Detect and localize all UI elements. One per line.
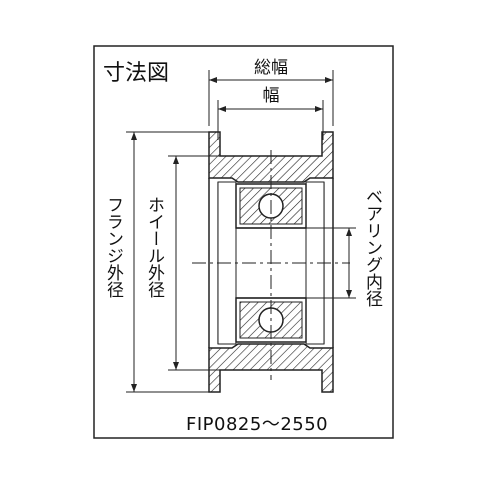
bearing-inner-diameter-label: ベアリング内径 [360, 188, 384, 307]
overall-width-dimension: 総幅 [208, 56, 334, 126]
model-range-caption: FIP0825～2550 [182, 410, 333, 436]
overall-width-label: 総幅 [254, 58, 288, 78]
flange-outer-diameter-dimension [126, 131, 209, 393]
wheel-outer-diameter-dimension [168, 155, 220, 371]
diagram-frame [93, 45, 394, 439]
wheel-cross-section [192, 131, 350, 393]
wheel-outer-diameter-label: ホイール外径 [142, 196, 166, 298]
width-label: 幅 [263, 86, 280, 106]
diagram-heading: 寸法図 [103, 61, 169, 86]
flange-outer-diameter-label: フランジ外径 [101, 196, 125, 298]
bearing-inner-diameter-dimension [306, 227, 356, 299]
